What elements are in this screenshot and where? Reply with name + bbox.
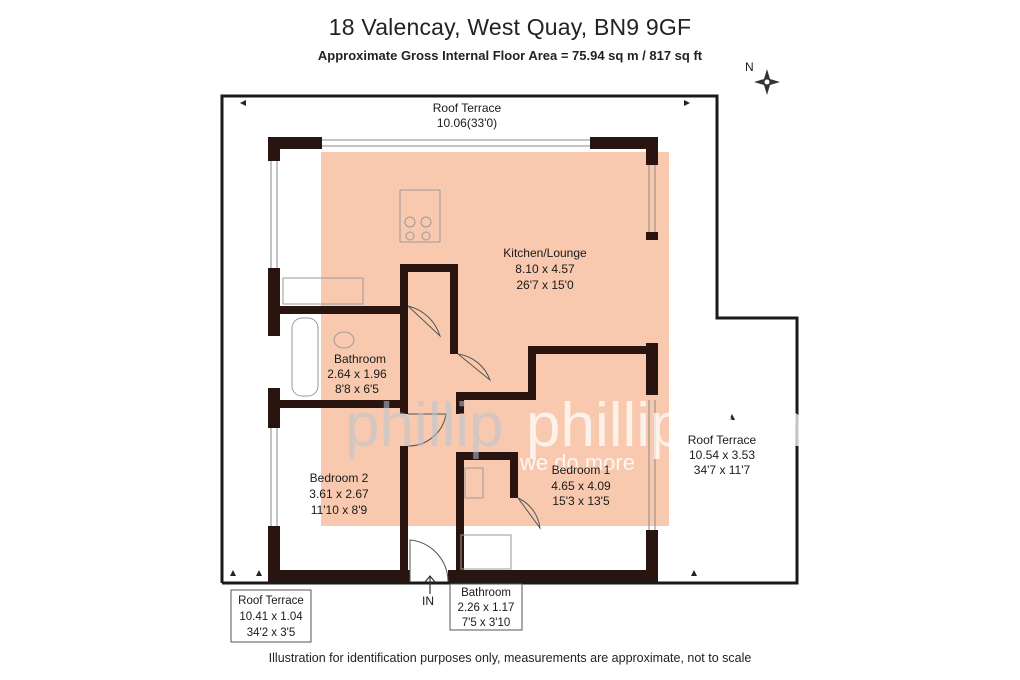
room-dimensions: 8.10 x 4.57: [515, 262, 575, 276]
fixtures: [282, 189, 512, 570]
page-title: 18 Valencay, West Quay, BN9 9GF: [328, 14, 692, 40]
room-dimensions-imperial: 34'7 x 11'7: [694, 463, 751, 477]
room-bedroom-1: Bedroom 1 4.65 x 4.09 15'3 x 13'5: [551, 463, 611, 508]
entrance-label: IN: [422, 594, 434, 608]
room-name: Roof Terrace: [433, 101, 502, 115]
room-dimensions-imperial: 26'7 x 15'0: [516, 278, 574, 292]
room-dimensions: 10.54 x 3.53: [689, 448, 755, 462]
room-bathroom-ensuite: Bathroom 2.26 x 1.17 7'5 x 3'10: [449, 583, 523, 631]
room-roof-terrace-top: Roof Terrace 10.06(33'0): [433, 101, 502, 130]
highlight-area: [321, 152, 669, 526]
room-name: Roof Terrace: [688, 433, 757, 447]
compass-north-label: N: [745, 60, 754, 74]
watermark-tagline: we do more: [519, 450, 635, 475]
room-dimensions: 10.41 x 1.04: [239, 611, 303, 623]
room-roof-terrace-bottom: Roof Terrace 10.41 x 1.04 34'2 x 3'5: [230, 589, 312, 643]
room-bathroom-main: Bathroom 2.64 x 1.96 8'8 x 6'5: [327, 352, 387, 396]
room-dimensions: 2.64 x 1.96: [327, 367, 387, 381]
door-swings: [407, 305, 541, 583]
room-dimensions: 2.26 x 1.17: [458, 602, 515, 614]
room-dimensions-imperial: 15'3 x 13'5: [552, 494, 610, 508]
room-name: Roof Terrace: [238, 595, 304, 607]
room-bedroom-2: Bedroom 2 3.61 x 2.67 11'10 x 8'9: [309, 471, 369, 517]
room-dimensions: 3.61 x 2.67: [309, 487, 369, 501]
room-dimensions-imperial: 34'2 x 3'5: [247, 627, 296, 639]
entrance-arrow: [424, 575, 436, 594]
room-name: Kitchen/Lounge: [503, 246, 587, 260]
room-name: Bathroom: [461, 587, 511, 599]
room-roof-terrace-right: Roof Terrace 10.54 x 3.53 34'7 x 11'7: [688, 433, 757, 477]
disclaimer-note: Illustration for identification purposes…: [268, 651, 752, 665]
dimension-ticks: [230, 100, 735, 576]
floor-area-subtitle: Approximate Gross Internal Floor Area = …: [317, 48, 703, 63]
room-name: Bathroom: [334, 352, 386, 366]
walls: [268, 137, 658, 582]
terrace-boundary: [220, 94, 799, 585]
room-dimensions-imperial: 7'5 x 3'10: [462, 617, 511, 629]
room-name: Bedroom 1: [552, 463, 611, 477]
room-name: Bedroom 2: [310, 471, 369, 485]
room-dimensions-imperial: 8'8 x 6'5: [335, 382, 379, 396]
watermark-brand-light: phillip: [345, 391, 504, 460]
room-kitchen-lounge: Kitchen/Lounge 8.10 x 4.57 26'7 x 15'0: [503, 246, 587, 292]
room-dimensions-imperial: 11'10 x 8'9: [311, 503, 368, 517]
watermark-brand: phillipmann: [526, 391, 840, 460]
compass-rose: [754, 69, 780, 95]
room-dimensions: 10.06(33'0): [437, 116, 497, 130]
room-dimensions: 4.65 x 4.09: [551, 479, 611, 493]
window-lines: [270, 139, 656, 530]
